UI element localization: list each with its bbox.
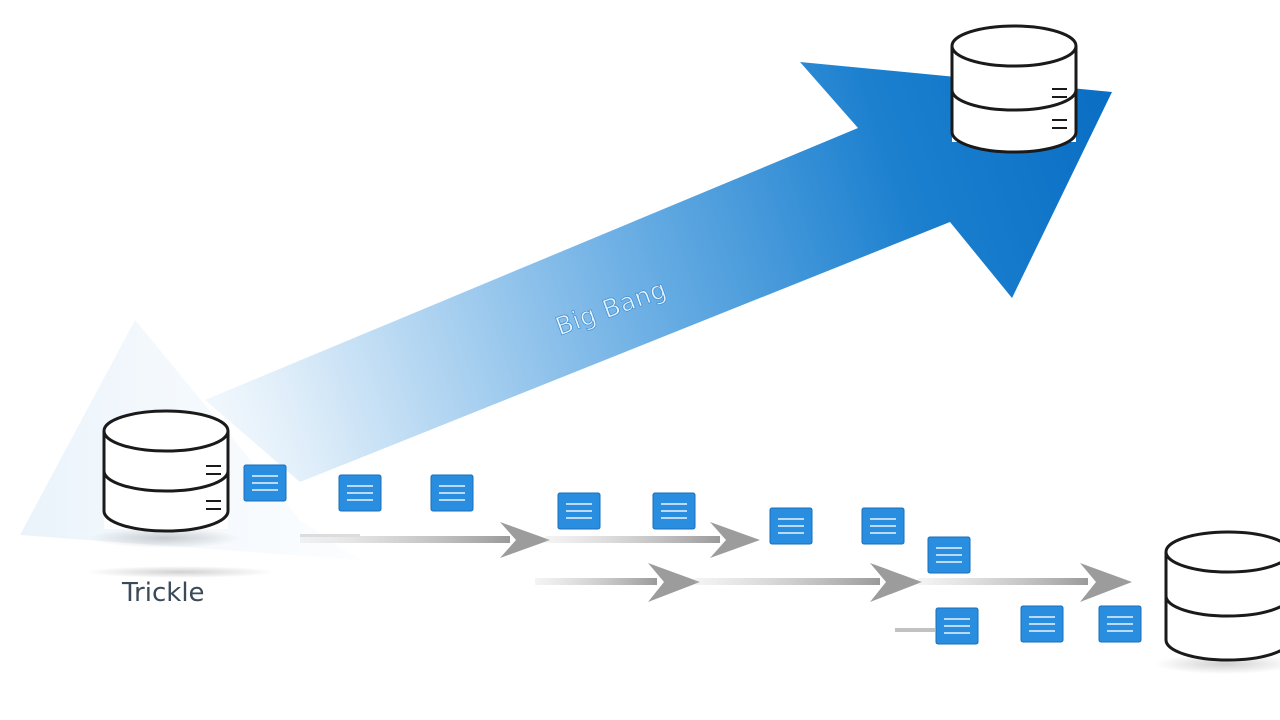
- trickle-label: Trickle: [122, 578, 205, 608]
- flow-arrow-icon: [918, 578, 1088, 585]
- flow-arrow-icon: [500, 522, 550, 558]
- data-packet-icon: [652, 492, 696, 530]
- data-packets: [243, 464, 1142, 645]
- flow-arrow-icon: [535, 578, 657, 585]
- source-database-icon: [102, 409, 230, 533]
- flow-arrow-row-1: [300, 522, 760, 558]
- big-bang-arrow: [205, 62, 1112, 482]
- data-packet-icon: [557, 492, 601, 530]
- source-database-shadow: [90, 528, 240, 548]
- data-packet-icon: [1098, 605, 1142, 643]
- data-packet-icon: [338, 474, 382, 512]
- trickle-target-database-icon: [1164, 530, 1280, 662]
- big-bang-target-database-icon: [950, 24, 1078, 154]
- data-packet-icon: [430, 474, 474, 512]
- data-packet-icon: [927, 536, 971, 574]
- flow-arrow-icon: [895, 628, 935, 632]
- motion-streak: [300, 534, 360, 537]
- data-packet-icon: [769, 507, 813, 545]
- flow-arrow-icon: [300, 536, 510, 543]
- data-packet-icon: [861, 507, 905, 545]
- flow-arrow-icon: [870, 563, 922, 602]
- data-packet-icon: [243, 464, 287, 502]
- flow-arrow-icon: [710, 522, 760, 558]
- flow-arrow-icon: [695, 578, 880, 585]
- data-packet-icon: [1020, 605, 1064, 643]
- flow-arrow-icon: [1080, 563, 1132, 602]
- flow-arrow-icon: [648, 563, 700, 602]
- trickle-label-shadow: [85, 566, 275, 578]
- data-packet-icon: [935, 607, 979, 645]
- flow-arrow-icon: [545, 536, 720, 543]
- flow-arrow-row-2: [535, 563, 1132, 602]
